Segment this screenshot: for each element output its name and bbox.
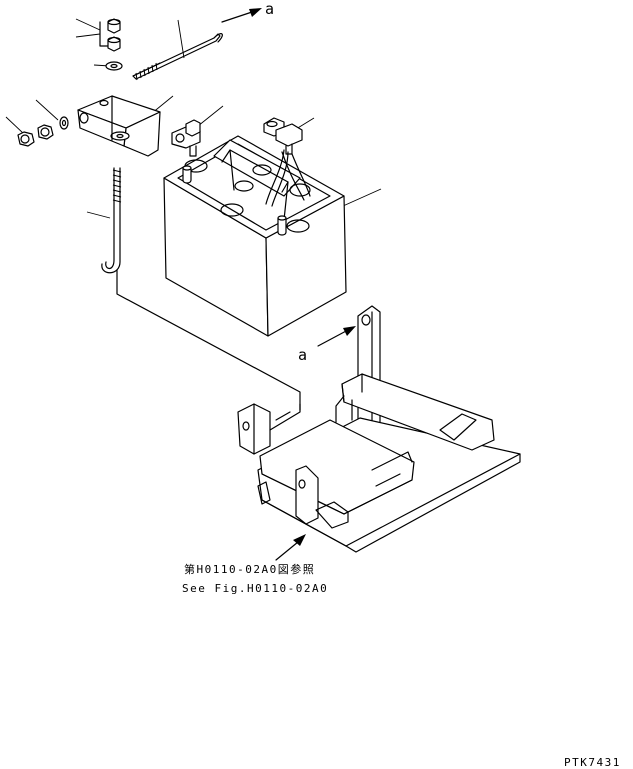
j-bolt-top [132,33,223,81]
drawing-code: PTK7431 [564,756,621,769]
nut-stack-top [99,18,123,71]
terminal-clamp-positive [263,117,303,155]
battery [163,135,347,337]
hold-down-bracket [77,95,161,157]
leader-lines [5,18,382,219]
j-bolt-lower [101,167,301,411]
arrow-to-reference [275,534,306,561]
cable-bundle [265,149,311,207]
arrow-to-a-top [221,8,262,23]
terminal-clamp-negative [171,119,201,157]
callout-a-mid: a [298,346,307,364]
reference-note-english: See Fig.H0110-02A0 [182,582,328,595]
callout-a-top: a [265,0,274,18]
battery-tray [237,373,521,553]
arrow-to-a-mid [317,326,356,347]
side-nuts [17,116,69,147]
reference-note-japanese: 第H0110-02A0図参照 [184,562,315,576]
